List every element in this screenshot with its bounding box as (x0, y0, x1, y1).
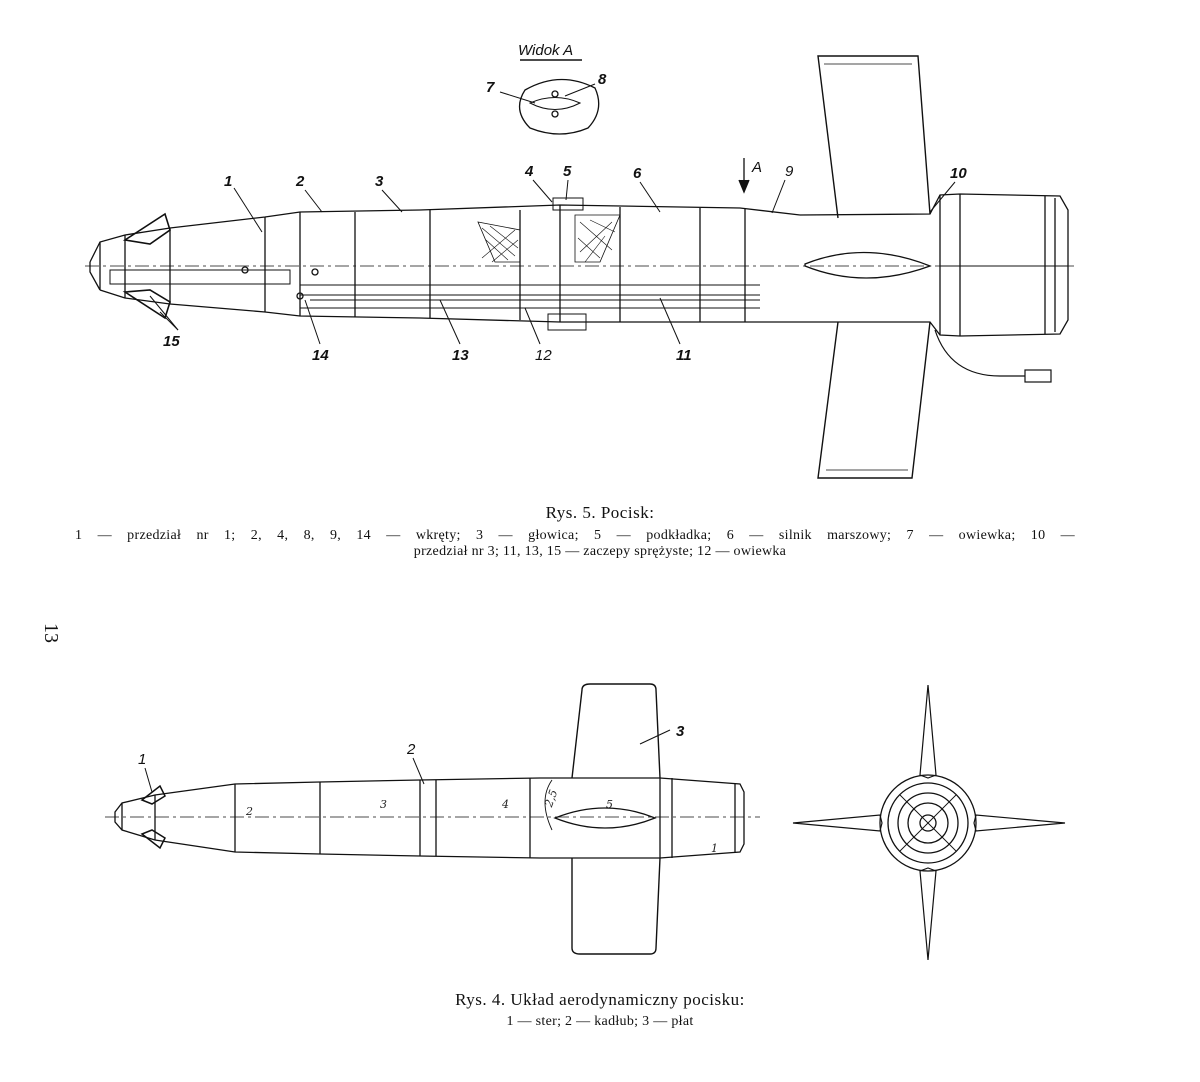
fig4-angle-mark: 2,5 (542, 788, 561, 810)
fig5-callout-8: 8 (598, 71, 607, 88)
fig5-callout-3: 3 (375, 173, 384, 190)
fig5-callout-15: 15 (163, 333, 180, 350)
fig5-legend-line-1: 1 — przedział nr 1; 2, 4, 8, 9, 14 — wkr… (75, 528, 1075, 543)
fig5-callout-1: 1 (224, 173, 232, 190)
page-number: 13 (40, 623, 62, 643)
fig5-callout-13: 13 (452, 347, 469, 364)
fig4-section-mark-3: 3 (380, 798, 387, 811)
fig4-section-mark-1: 1 (711, 842, 718, 855)
fig5-callout-10: 10 (950, 165, 967, 182)
fig5-legend-line-2: przedział nr 3; 11, 13, 15 — zaczepy spr… (413, 544, 787, 559)
fig5-callout-7: 7 (486, 79, 495, 96)
fig4-callout-1: 1 (138, 751, 146, 768)
fig4-side-view (105, 683, 760, 955)
fig4-leader-lines (144, 729, 671, 793)
fig4-section-mark-4: 4 (501, 798, 509, 811)
view-a-arrow-label: A (751, 159, 762, 176)
fig5-leader-lines (149, 83, 956, 345)
fig4-section-mark-5: 5 (606, 798, 613, 811)
view-a-label: Widok A (518, 42, 573, 59)
fig4-title: Rys. 4. Układ aerodynamiczny pocisku: (455, 990, 745, 1009)
fig4-callout-2: 2 (406, 741, 416, 758)
fig5-callout-5: 5 (563, 163, 572, 180)
fig4-callout-3: 3 (676, 723, 685, 740)
fig5-callout-14: 14 (312, 347, 329, 364)
fig4-section-mark-2: 2 (245, 805, 253, 818)
fig5-callout-12: 12 (535, 347, 552, 364)
fig5-callout-4: 4 (524, 163, 534, 180)
fig5-callout-11: 11 (676, 347, 692, 364)
fig5-callout-6: 6 (633, 165, 642, 182)
fig5-title: Rys. 5. Pocisk: (545, 503, 655, 522)
fig5-missile-section (85, 55, 1075, 479)
fig5-callout-9: 9 (785, 163, 794, 180)
fig4-front-view (792, 684, 1066, 961)
fig5-view-a-detail (518, 59, 600, 135)
fig5-callout-2: 2 (295, 173, 305, 190)
fig4-legend: 1 — ster; 2 — kadłub; 3 — płat (506, 1014, 694, 1029)
